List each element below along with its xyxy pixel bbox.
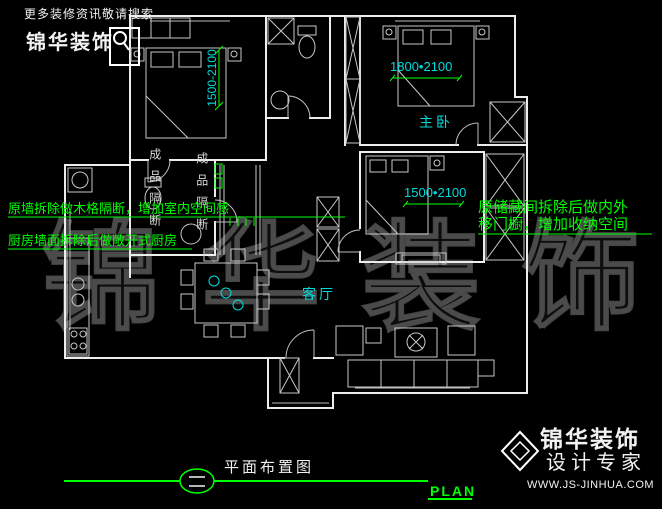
header-tagline: 更多装修资讯敬请搜索	[24, 7, 155, 21]
dimension-left-bedroom: 1500-2100	[205, 49, 220, 107]
annotation-storage-line1: 原储藏间拆除后做内外	[478, 199, 629, 216]
plan-label: PLAN	[430, 483, 477, 499]
room-label-master-bedroom: 主卧	[419, 114, 453, 130]
search-logo-box	[109, 27, 140, 66]
room-label-living-room: 客厅	[302, 286, 336, 302]
search-icon	[113, 31, 130, 51]
hatched-storage	[279, 16, 526, 394]
brand-diamond-icon	[500, 430, 540, 472]
furniture	[66, 17, 495, 388]
brand-website: WWW.JS-JINHUA.COM	[527, 479, 655, 491]
annotation-storage-line2: 移门橱，增加收纳空间	[478, 216, 629, 233]
partition-label-1: 成品隔断	[147, 148, 162, 236]
dimension-lines	[8, 45, 652, 250]
door-arcs	[147, 95, 479, 359]
annotation-open-kitchen: 厨房墙面拆除后做敞开式厨房	[8, 233, 178, 248]
brand-name: 锦华装饰	[540, 426, 640, 452]
partition-label-2: 成品隔断	[194, 152, 209, 240]
footer-graphics	[64, 468, 472, 500]
dimension-master-bedroom: 1800•2100	[390, 59, 453, 74]
brand-tagline: 设计专家	[546, 452, 646, 474]
annotation-wall-removal: 原墙拆除做木格隔断，增加室内空间感	[8, 201, 230, 216]
drawing-title: 平面布置图	[224, 459, 315, 476]
dimension-middle-room: 1500•2100	[404, 185, 467, 200]
section-marker-icon	[179, 468, 215, 494]
brand-logo-text: 锦华装饰	[26, 32, 114, 54]
lamp-symbols	[208, 275, 244, 311]
